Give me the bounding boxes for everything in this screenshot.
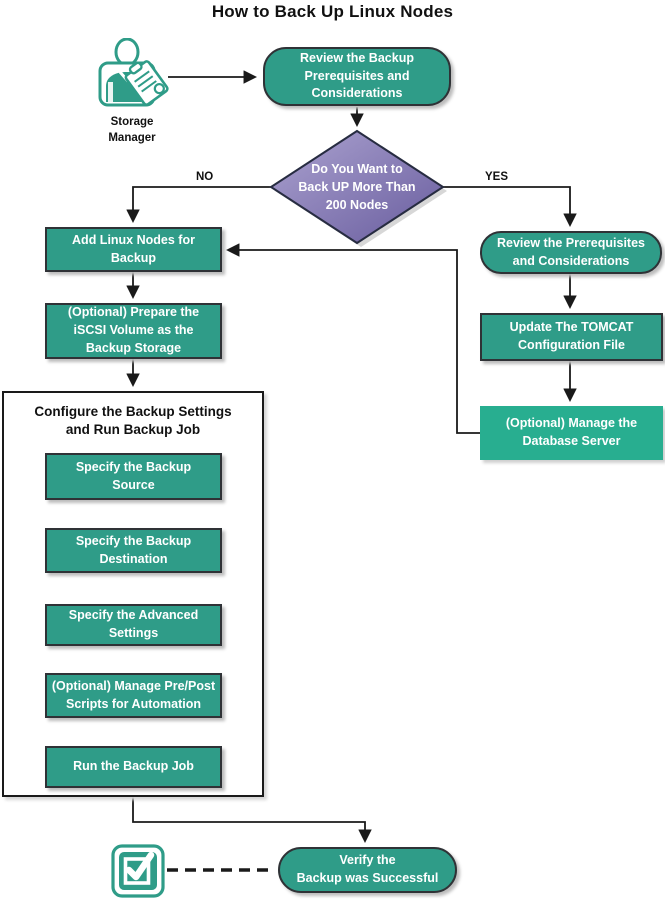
- node-verify-backup-successful[interactable]: Verify the Backup was Successful: [278, 847, 457, 893]
- connector-yes-branch: [443, 186, 577, 228]
- node-specify-backup-source[interactable]: Specify the Backup Source: [45, 453, 222, 500]
- branch-yes-label: YES: [485, 171, 509, 183]
- connector-no-branch: [126, 186, 271, 224]
- decision-diamond: [269, 129, 445, 245]
- node-manage-prepost-scripts[interactable]: (Optional) Manage Pre/Post Scripts for A…: [45, 673, 222, 718]
- node-add-linux-nodes[interactable]: Add Linux Nodes for Backup: [45, 227, 222, 272]
- page-title: How to Back Up Linux Nodes: [211, 2, 454, 21]
- connector-database-addlinux: [225, 243, 480, 434]
- node-update-tomcat[interactable]: Update The TOMCAT Configuration File: [480, 313, 663, 361]
- checkbox-icon: [111, 844, 165, 903]
- node-review-prerequisites[interactable]: Review the Prerequisites and Considerati…: [480, 231, 662, 274]
- container-configure-backup: [2, 391, 264, 797]
- node-manage-database-server[interactable]: (Optional) Manage the Database Server: [480, 406, 663, 460]
- node-prepare-iscsi-volume[interactable]: (Optional) Prepare the iSCSI Volume as t…: [45, 303, 222, 359]
- node-specify-backup-destination[interactable]: Specify the Backup Destination: [45, 528, 222, 573]
- node-specify-advanced-settings[interactable]: Specify the Advanced Settings: [45, 604, 222, 646]
- container-title: Configure the Backup Settings and Run Ba…: [34, 404, 232, 438]
- decision-label: Do You Want to Back UP More Than 200 Nod…: [298, 161, 416, 213]
- node-run-backup-job[interactable]: Run the Backup Job: [45, 746, 222, 788]
- storage-manager-label: Storage Manager: [108, 116, 156, 144]
- connector-run-verify: [132, 788, 372, 844]
- node-review-backup-prerequisites[interactable]: Review the Backup Prerequisites and Cons…: [263, 47, 451, 106]
- branch-no-label: NO: [196, 171, 214, 183]
- storage-manager-icon: [94, 37, 170, 121]
